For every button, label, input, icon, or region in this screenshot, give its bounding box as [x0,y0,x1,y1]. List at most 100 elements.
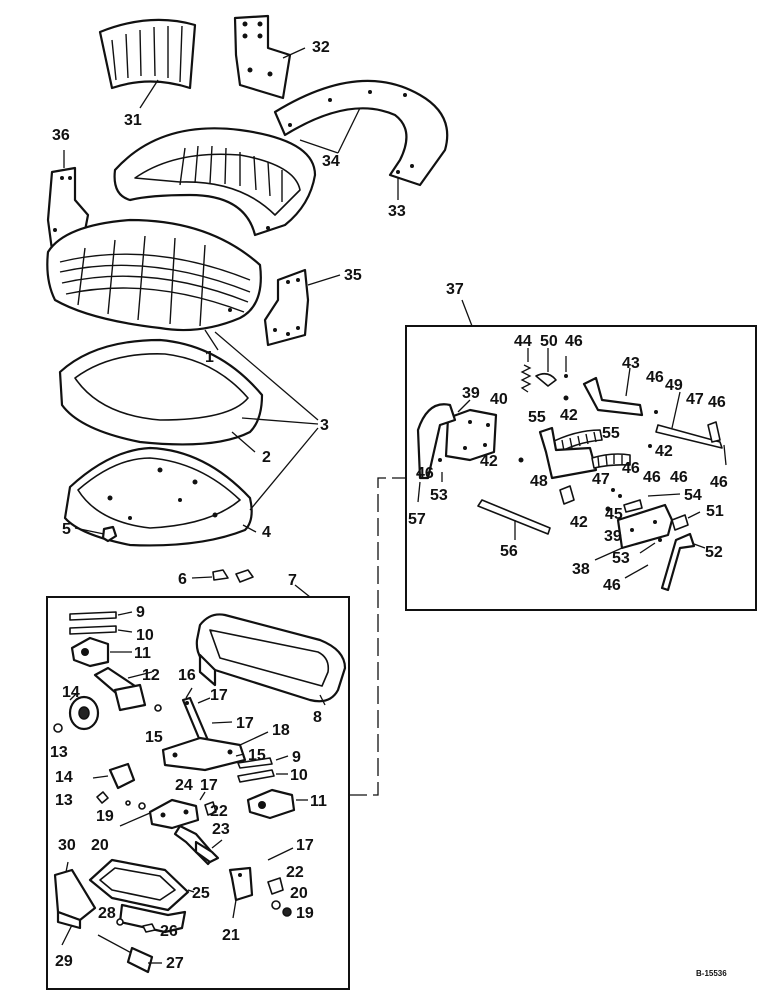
bracket-40 [444,408,498,462]
label-32: 32 [312,39,330,56]
ball-19-mid [125,800,131,806]
back-band-34 [273,79,449,200]
label-22-mid: 22 [210,803,228,820]
label-20-lower: 20 [290,885,308,902]
pin-28 [116,918,124,926]
label-14-lower: 14 [55,769,73,786]
label-55-b: 55 [602,425,620,442]
pin-46-mid [618,494,622,498]
clip-22-lower [267,877,284,895]
shock-23 [173,824,223,866]
bracket-11-lower [246,788,308,820]
leader-20 [119,812,151,827]
spring-55-b [591,453,631,469]
nut-42-right [648,444,652,448]
label-34: 34 [322,153,340,170]
label-15-mid: 15 [248,747,266,764]
nut-53-lower [658,538,662,542]
back-cushion-31 [98,18,197,109]
label-48: 48 [530,473,548,490]
label-28: 28 [98,905,116,922]
washer-20-lower [271,900,281,910]
label-52: 52 [705,544,723,561]
label-42-mid: 42 [480,453,498,470]
label-46-top: 46 [565,333,583,350]
bushing-14-top [68,693,100,731]
pin-15-top [154,704,162,712]
label-11-lower: 11 [310,793,327,810]
rod-49 [655,391,723,449]
label-50: 50 [540,333,558,350]
leader-46-far [723,444,727,466]
label-26: 26 [160,923,178,940]
frame-8 [195,613,347,706]
lever-39-left [416,399,471,480]
part-labels: 1 2 3 4 5 6 7 8 9 10 11 12 13 14 15 16 1… [50,39,728,978]
label-35: 35 [344,267,362,284]
base-25 [88,858,195,934]
bracket-35 [263,268,341,347]
label-7: 7 [288,572,297,589]
label-9-lower: 9 [292,749,301,766]
bracket-39-lower [594,503,674,561]
leader-17-lower [267,847,294,861]
label-24: 24 [175,777,193,794]
label-27: 27 [166,955,184,972]
label-40: 40 [490,391,508,408]
label-39-lower: 39 [604,528,622,545]
label-57: 57 [408,511,426,528]
box-adjuster-37 [405,325,757,611]
part-48 [559,485,575,505]
label-16: 16 [178,667,196,684]
lever-52 [660,532,706,592]
label-8: 8 [313,709,322,726]
label-54: 54 [684,487,702,504]
pin-47-right [707,421,721,443]
label-53-left: 53 [430,487,448,504]
label-47-right: 47 [686,391,704,408]
leader-57 [417,481,421,503]
washer-13-top [53,723,63,733]
label-1: 1 [205,349,214,366]
seat-pad-2 [58,338,264,453]
label-6: 6 [178,571,187,588]
connector-line [349,477,406,796]
block-51 [671,514,689,531]
label-45: 45 [605,506,623,523]
nut-19-lower [282,907,292,917]
label-15-top: 15 [145,729,163,746]
bolt-27 [97,934,162,974]
leader-46-lower [624,564,649,579]
label-46-far: 46 [708,394,726,411]
label-36: 36 [52,127,70,144]
arm-12 [93,666,153,712]
label-55-a: 55 [528,409,546,426]
label-30: 30 [58,837,76,854]
label-9-top: 9 [136,604,145,621]
pivot-24 [148,798,200,830]
pin-19-mid [138,802,146,810]
label-46-lower: 46 [603,577,621,594]
bushing-14-lower [92,762,136,790]
label-13-lower: 13 [55,792,73,809]
clip-6 [191,569,254,583]
label-12: 12 [142,667,160,684]
label-46-edge: 46 [710,474,728,491]
label-17-a: 17 [210,687,228,704]
bracket-32 [233,14,306,100]
bar-56 [477,499,551,540]
cam-50 [535,372,557,387]
label-53-lower: 53 [612,550,630,567]
label-17-d: 17 [296,837,314,854]
pin-45 [623,499,643,513]
label-22-lower: 22 [286,864,304,881]
label-46-mid-c: 46 [670,469,688,486]
label-49: 49 [665,377,683,394]
label-17-c: 17 [200,777,218,794]
label-39-left: 39 [462,385,480,402]
label-42-low: 42 [570,514,588,531]
label-42-right: 42 [655,443,673,460]
clip-22-mid [204,801,217,816]
